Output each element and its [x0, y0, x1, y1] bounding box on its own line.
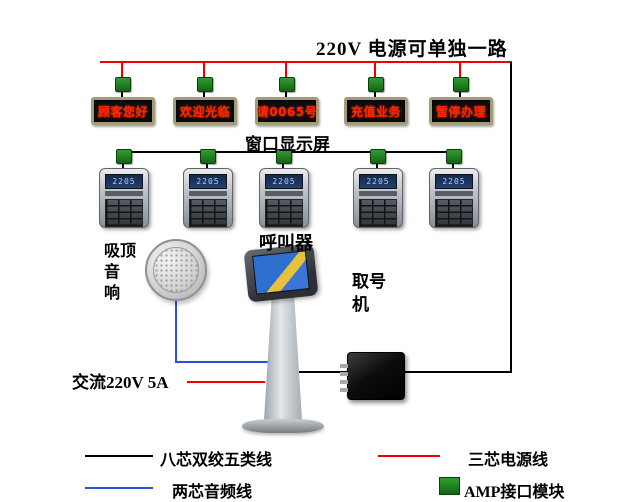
caller-keypad: [265, 199, 303, 227]
amp-connector-icon: [279, 77, 295, 92]
caller-terminal: 2205: [183, 168, 233, 228]
caller-screen: 2205: [265, 174, 303, 189]
speaker-label-line: 吸顶: [104, 243, 137, 260]
caller-stem-line: [282, 162, 284, 168]
display-power-drop: [285, 62, 287, 78]
power-bus-line: [100, 61, 512, 63]
data-line-kiosk-module: [296, 371, 351, 373]
caller-screen: 2205: [105, 174, 143, 189]
amp-connector-icon: [116, 149, 132, 164]
caller-terminal: 2205: [99, 168, 149, 228]
caller-keypad: [189, 199, 227, 227]
legend-power-line: [378, 455, 440, 457]
display-led-text: 顾客您好: [97, 104, 148, 119]
caller-speaker-grill: [265, 191, 303, 196]
speaker-label-line: 响: [104, 285, 121, 302]
display-led-text: 请0065号: [256, 104, 318, 119]
display-stem-line: [121, 90, 123, 98]
power-line-kiosk: [187, 381, 265, 383]
audio-line-horizontal: [175, 361, 272, 363]
window-display: 充值业务: [344, 97, 408, 125]
amp-module: [340, 352, 405, 400]
display-stem-line: [459, 90, 461, 98]
display-power-drop: [121, 62, 123, 78]
amp-connector-icon: [197, 77, 213, 92]
kiosk-label: 取号 机: [352, 270, 386, 316]
caller-stem-line: [452, 162, 454, 168]
caller-lcd-text: 2205: [272, 177, 296, 186]
display-stem-line: [285, 90, 287, 98]
legend-power-label: 三芯电源线: [468, 452, 549, 469]
caller-terminal: 2205: [259, 168, 309, 228]
speaker-label: 吸顶 音 响: [104, 241, 136, 304]
kiosk-screen: [252, 250, 310, 295]
legend-amp-swatch-icon: [439, 477, 460, 495]
audio-line-vertical: [175, 299, 177, 363]
display-stem-line: [374, 90, 376, 98]
caller-speaker-grill: [189, 191, 227, 196]
caller-stem-line: [376, 162, 378, 168]
legend-audio-line: [85, 487, 153, 489]
caller-speaker-grill: [105, 191, 143, 196]
amp-connector-icon: [276, 149, 292, 164]
caller-stem-line: [122, 162, 124, 168]
display-power-drop: [203, 62, 205, 78]
display-stem-line: [203, 90, 205, 98]
ac-power-label: 交流220V 5A: [72, 373, 169, 392]
diagram-title: 220V 电源可单独一路: [316, 39, 508, 60]
legend-cat5-line: [85, 455, 153, 457]
legend-cat5-label: 八芯双绞五类线: [160, 452, 273, 469]
display-power-drop: [459, 62, 461, 78]
amp-module-pins-icon: [340, 362, 348, 392]
caller-lcd-text: 2205: [112, 177, 136, 186]
data-line-module-horizontal: [404, 371, 512, 373]
amp-connector-icon: [115, 77, 131, 92]
caller-screen: 2205: [359, 174, 397, 189]
kiosk-body: [263, 293, 303, 425]
kiosk-label-line: 机: [352, 295, 369, 314]
amp-connector-icon: [200, 149, 216, 164]
caller-screen: 2205: [189, 174, 227, 189]
caller-lcd-text: 2205: [366, 177, 390, 186]
caller-stem-line: [206, 162, 208, 168]
kiosk-label-line: 取号: [352, 272, 386, 291]
window-display: 顾客您好: [91, 97, 155, 125]
amp-connector-icon: [453, 77, 469, 92]
ticket-kiosk: [240, 243, 326, 433]
display-led-text: 暂停办理: [435, 104, 486, 119]
caller-speaker-grill: [435, 191, 473, 196]
caller-screen: 2205: [435, 174, 473, 189]
caller-keypad: [105, 199, 143, 227]
display-led-text: 充值业务: [350, 104, 401, 119]
legend-amp-label: AMP接口模块: [464, 484, 565, 501]
kiosk-base: [242, 419, 324, 433]
window-display: 请0065号: [255, 97, 319, 125]
amp-connector-icon: [370, 149, 386, 164]
caller-terminal: 2205: [353, 168, 403, 228]
caller-keypad: [435, 199, 473, 227]
display-power-drop: [374, 62, 376, 78]
caller-speaker-grill: [359, 191, 397, 196]
data-line-right-vertical: [510, 62, 512, 373]
amp-connector-icon: [446, 149, 462, 164]
displays-label: 窗口显示屏: [245, 135, 330, 154]
caller-keypad: [359, 199, 397, 227]
caller-terminal: 2205: [429, 168, 479, 228]
amp-connector-icon: [368, 77, 384, 92]
speaker-label-line: 音: [104, 264, 121, 281]
ceiling-speaker: [145, 239, 207, 301]
display-led-text: 欢迎光临: [179, 104, 230, 119]
caller-lcd-text: 2205: [442, 177, 466, 186]
window-display: 暂停办理: [429, 97, 493, 125]
callers-label: 呼叫器: [259, 233, 313, 253]
caller-lcd-text: 2205: [196, 177, 220, 186]
window-display: 欢迎光临: [173, 97, 237, 125]
legend-audio-label: 两芯音频线: [172, 484, 253, 501]
